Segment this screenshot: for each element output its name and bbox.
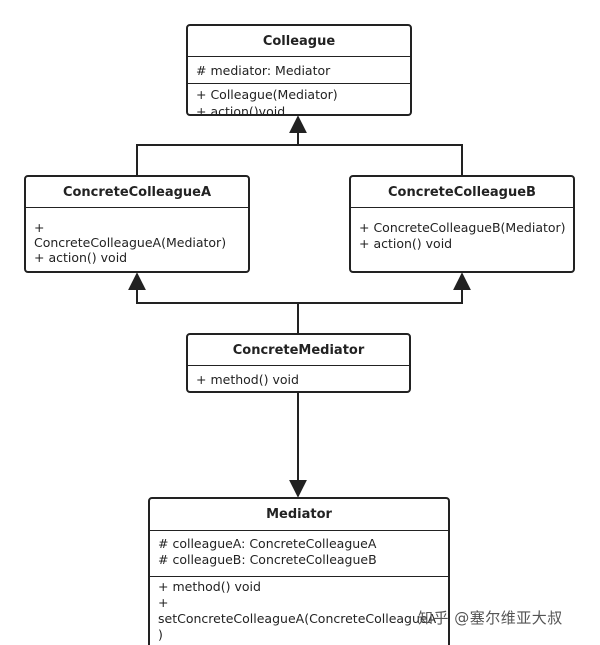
attribute: # mediator: Mediator [196,63,331,78]
class-methods: + method() void + setConcreteColleagueA(… [150,577,448,645]
method: + action() void [359,236,453,251]
method: + action() void [34,250,128,265]
connector-ccb-to-colleague [298,144,463,175]
connector-cm-to-cca [128,272,298,304]
class-title: ConcreteColleagueA [26,177,248,208]
method: + [34,220,45,235]
class-concrete-colleague-b[interactable]: ConcreteColleagueB + ConcreteColleagueB(… [349,175,575,273]
method: ) [158,627,163,642]
method: + ConcreteColleagueB(Mediator) [359,220,566,235]
class-methods: + method() void [188,366,409,390]
method: + action()void [196,104,286,116]
class-concrete-mediator[interactable]: ConcreteMediator + method() void [186,333,411,393]
class-title: ConcreteMediator [188,335,409,366]
method: + [158,643,440,645]
attribute: # colleagueB: ConcreteColleagueB [158,552,377,567]
class-mediator[interactable]: Mediator # colleagueA: ConcreteColleague… [148,497,450,645]
method: + method() void [158,579,261,594]
class-methods: + Colleague(Mediator) + action()void [188,84,410,116]
class-methods: + ConcreteColleagueB(Mediator) + action(… [351,208,573,254]
class-methods: + ConcreteColleagueA(Mediator) + action(… [26,208,248,267]
method: setConcreteColleagueA(ConcreteColleagueA [158,611,437,626]
method: + [158,595,169,610]
class-title: Colleague [188,26,410,57]
class-attributes: # mediator: Mediator [188,57,410,84]
class-colleague[interactable]: Colleague # mediator: Mediator + Colleag… [186,24,412,116]
class-concrete-colleague-a[interactable]: ConcreteColleagueA + ConcreteColleagueA(… [24,175,250,273]
class-title: Mediator [150,499,448,531]
class-title: ConcreteColleagueB [351,177,573,208]
method: + method() void [196,372,299,387]
watermark-text: 知乎 @塞尔维亚大叔 [418,609,563,627]
method: ConcreteColleagueA(Mediator) [34,235,227,250]
connector-cm-to-ccb [298,272,471,304]
method: + Colleague(Mediator) [196,87,338,102]
attribute: # colleagueA: ConcreteColleagueA [158,536,377,551]
connector-cca-to-colleague [136,144,298,175]
class-attributes: # colleagueA: ConcreteColleagueA # colle… [150,531,448,577]
